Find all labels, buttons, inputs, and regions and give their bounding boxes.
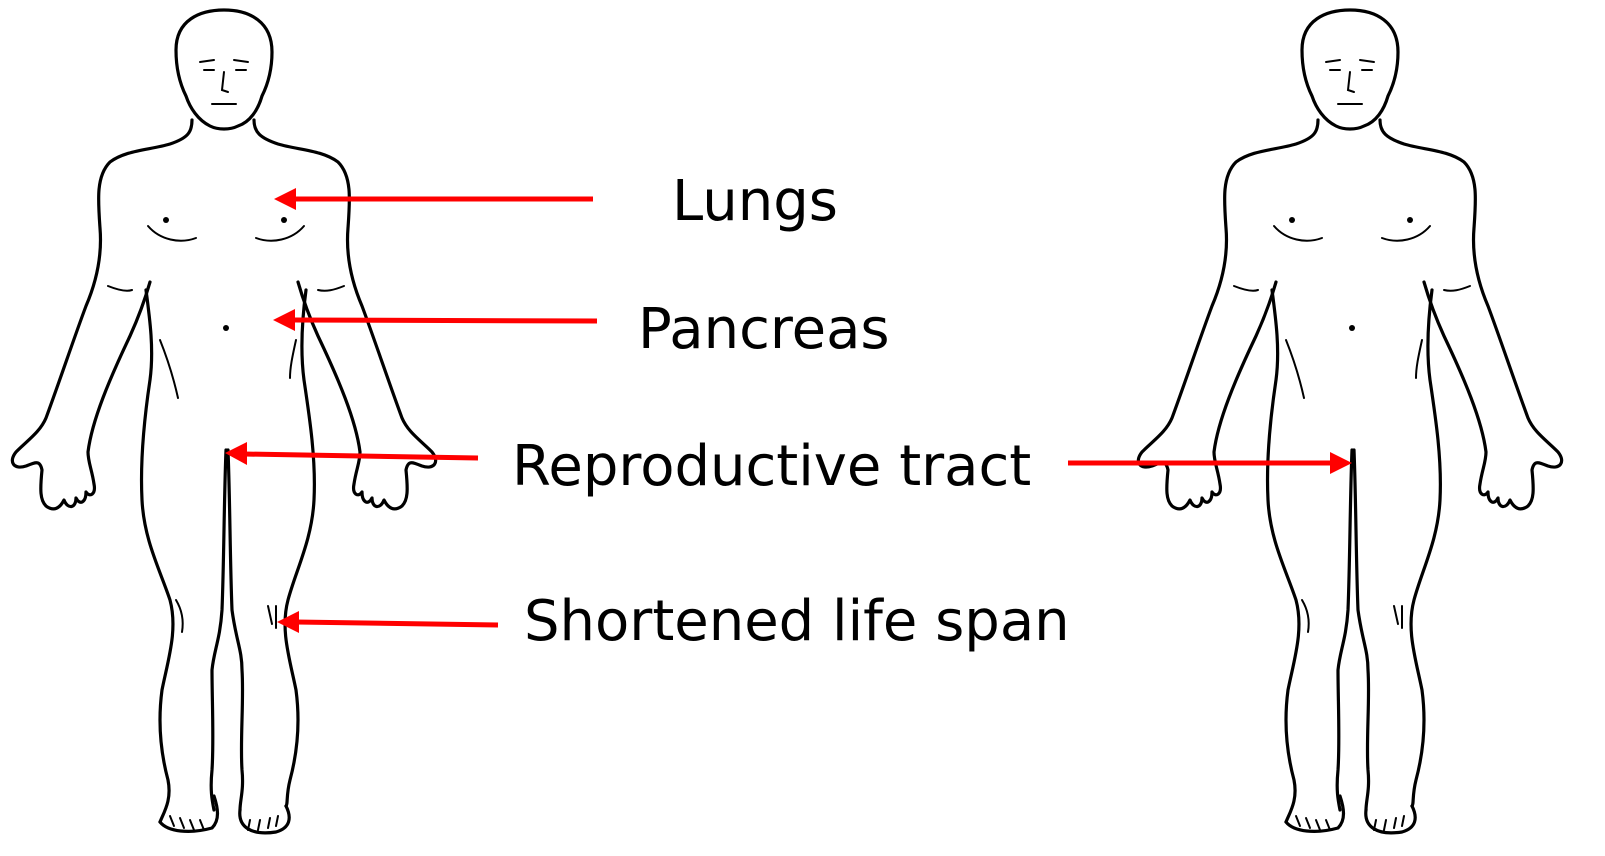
arrow-pancreas [273, 309, 597, 331]
label-shortened-life-span: Shortened life span [524, 594, 1070, 650]
arrow-reproductive-left [225, 442, 478, 465]
arrow-lungs [274, 188, 593, 210]
label-pancreas: Pancreas [638, 302, 890, 358]
arrow-reproductive-right [1068, 452, 1352, 474]
arrow-shortened-life-span [277, 611, 498, 633]
label-reproductive-tract: Reproductive tract [512, 439, 1031, 495]
human-figure-right [1138, 10, 1561, 833]
label-lungs: Lungs [672, 174, 838, 230]
human-figure-left [12, 10, 435, 833]
